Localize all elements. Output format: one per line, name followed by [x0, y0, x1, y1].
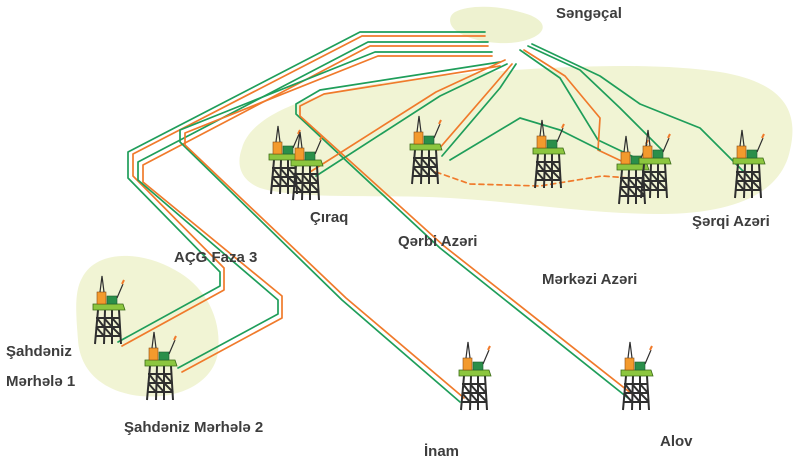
platform-icon-alov	[620, 341, 654, 411]
label-shah-deniz-1-line2: Mərhələ 1	[6, 373, 75, 390]
gas-pipeline-east-azeri-2	[527, 45, 663, 151]
label-chirag: Çıraq	[310, 209, 348, 226]
gas-pipeline-east-azeri-1	[519, 49, 641, 161]
label-shah-deniz-2: Şahdəniz Mərhələ 2	[124, 419, 263, 436]
sangacal-shore	[450, 6, 543, 44]
oil-pipeline-east-azeri	[523, 49, 633, 167]
gas-pipeline-chirag	[315, 63, 508, 177]
gas-pipeline-inam	[179, 51, 493, 403]
label-central-azeri: Mərkəzi Azəri	[542, 271, 637, 288]
oil-pipeline-west-azeri	[437, 63, 513, 151]
label-shah-deniz-1-line1: Şahdəniz	[6, 343, 72, 360]
oil-pipeline-shah-deniz-2	[142, 45, 489, 373]
gas-pipeline-shah-deniz-2	[137, 41, 489, 369]
gas-pipeline-west-azeri	[441, 63, 517, 157]
oil-pipeline-shah-deniz-1	[121, 35, 486, 347]
gas-pipeline-east-azeri-3	[531, 43, 749, 177]
label-west-azeri: Qərbi Azəri	[398, 233, 477, 250]
label-alov: Alov	[660, 433, 693, 450]
label-inam: İnam	[424, 443, 459, 460]
label-acg-phase3: AÇG Faza 3	[174, 249, 257, 266]
gas-pipeline-central-link	[449, 117, 601, 161]
platform-icon-inam	[458, 341, 492, 411]
acg-field-zone	[239, 65, 793, 214]
oil-pipeline-alov	[299, 65, 633, 395]
label-sangacal: Səngəçal	[556, 5, 622, 22]
gas-pipeline-shah-deniz-1	[117, 31, 486, 343]
label-east-azeri: Şərqi Azəri	[692, 213, 770, 230]
gas-pipeline-alov	[295, 61, 629, 399]
oil-pipeline-chirag	[309, 59, 506, 173]
oil-pipeline-inam	[184, 55, 493, 399]
